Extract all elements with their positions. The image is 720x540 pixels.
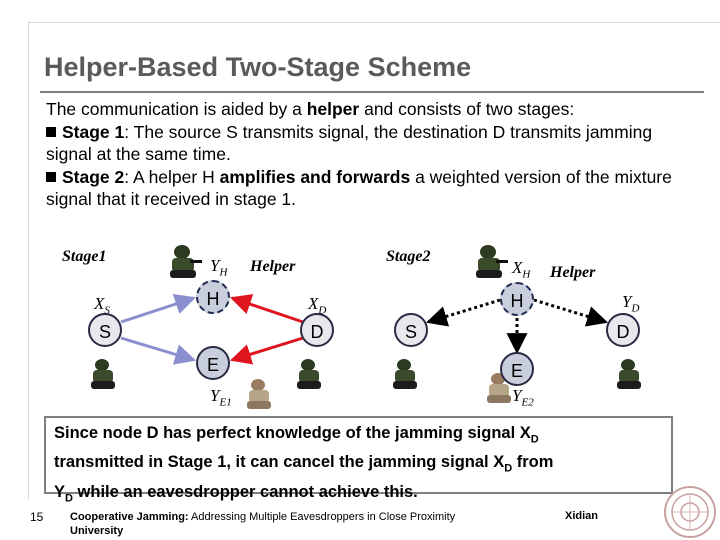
signal-yh: YH	[210, 256, 228, 279]
signal-xh: XH	[512, 258, 531, 281]
soldier-icon-helper1	[170, 245, 202, 278]
link-s-to-e	[120, 336, 197, 365]
stage2-bullet: Stage 2: A helper H amplifies and forwar…	[46, 166, 672, 209]
stage1-bullet: Stage 1: The source S transmits signal, …	[46, 121, 653, 164]
soldier-icon-s2	[393, 359, 417, 389]
square-bullet-icon	[46, 126, 56, 137]
soldier-icon-s1	[91, 359, 115, 389]
link-h-to-d	[533, 298, 609, 327]
signal-ye1: YE1	[210, 386, 232, 409]
node-h-stage1: H	[196, 280, 230, 314]
link-d-to-e	[229, 336, 304, 365]
link-d-to-h	[230, 294, 304, 324]
signal-yd: YD	[622, 292, 640, 315]
callout-box: Since node D has perfect knowledge of th…	[44, 416, 673, 504]
node-s-stage1: S	[88, 313, 122, 347]
university-seal-icon	[664, 486, 716, 538]
square-bullet-icon	[46, 171, 56, 182]
slide-frame	[28, 22, 720, 500]
link-s-to-h	[120, 293, 196, 324]
title-underline	[40, 91, 704, 93]
intro-line: The communication is aided by a helper a…	[46, 99, 575, 119]
soldier-icon-d1	[297, 359, 321, 389]
signal-xd: XD	[308, 294, 327, 317]
stage1-title: Stage1	[62, 248, 107, 265]
callout-line2: transmitted in Stage 1, it can cancel th…	[54, 453, 554, 475]
signal-ye2: YE2	[512, 386, 534, 409]
footer-citation: Cooperative Jamming: Addressing Multiple…	[70, 511, 456, 537]
soldier-icon-d2	[617, 359, 641, 389]
slide-title: Helper-Based Two-Stage Scheme	[44, 52, 472, 82]
helper-label-stage1: Helper	[250, 258, 296, 275]
page-number: 15	[30, 510, 44, 524]
node-e-stage1: E	[196, 346, 230, 380]
node-s-stage2: S	[394, 313, 428, 347]
node-e-stage2: E	[500, 352, 534, 386]
footer-organization: Xidian	[565, 510, 599, 522]
callout-line1: Since node D has perfect knowledge of th…	[54, 424, 539, 446]
soldier-icon-e1	[247, 379, 271, 409]
link-h-to-s	[425, 298, 501, 327]
node-h-stage2: H	[500, 282, 534, 316]
slide-body: The communication is aided by a helper a…	[46, 98, 686, 211]
signal-xs: XS	[94, 294, 110, 317]
helper-label-stage2: Helper	[550, 264, 596, 281]
soldier-icon-helper2	[476, 245, 508, 278]
callout-line3: YD while an eavesdropper cannot achieve …	[54, 482, 418, 504]
stage2-title: Stage2	[386, 248, 431, 265]
node-d-stage2: D	[606, 313, 640, 347]
node-d-stage1: D	[300, 313, 334, 347]
